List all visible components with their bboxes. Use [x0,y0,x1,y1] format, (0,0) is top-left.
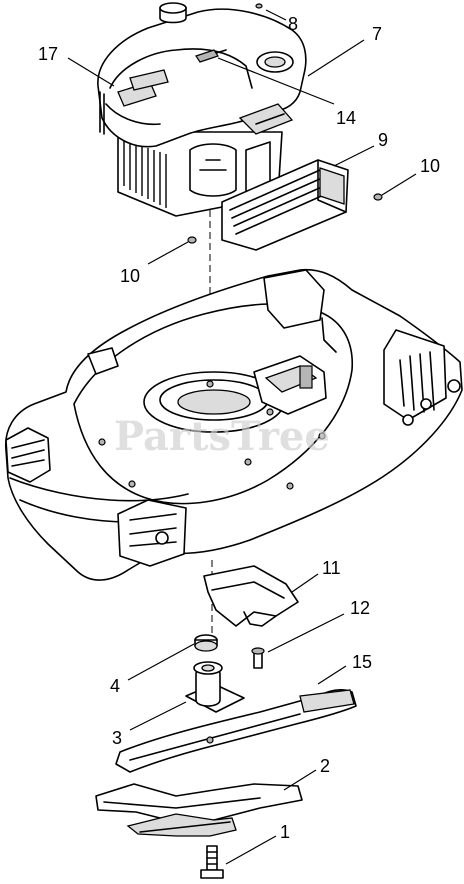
blade-bolt-1 [200,845,224,879]
callout-15: 15 [352,652,372,672]
screw-10-right [373,193,383,201]
callout-9: 9 [378,130,388,150]
callout-3: 3 [112,728,122,748]
callout-2: 2 [320,756,330,776]
leader-lines [67,9,417,865]
screw-12 [251,647,265,669]
washer-4 [194,634,218,652]
screw-10-left [187,236,197,244]
callout-8: 8 [288,14,298,34]
callout-12: 12 [350,598,370,618]
muffler-guard [221,159,349,251]
blade-15 [115,689,357,773]
callout-1: 1 [280,822,290,842]
cooling-fins [123,140,167,208]
callout-7: 7 [372,24,382,44]
callout-14: 14 [336,108,356,128]
callout-labels: 17 8 7 14 9 10 10 11 12 15 4 3 2 1 [38,14,440,842]
callout-11: 11 [322,558,341,578]
blade-lower-2 [95,783,303,837]
engine-assembly [97,2,307,217]
mower-deck [5,268,463,581]
baffle-plate [203,565,299,627]
blade-adapter-3 [185,661,245,713]
screw-8 [255,3,263,9]
callout-17: 17 [38,44,58,64]
watermark: PartsTree [114,413,330,460]
callout-10-right: 10 [420,156,440,176]
callout-10-left: 10 [120,266,140,286]
callout-4: 4 [110,676,120,696]
